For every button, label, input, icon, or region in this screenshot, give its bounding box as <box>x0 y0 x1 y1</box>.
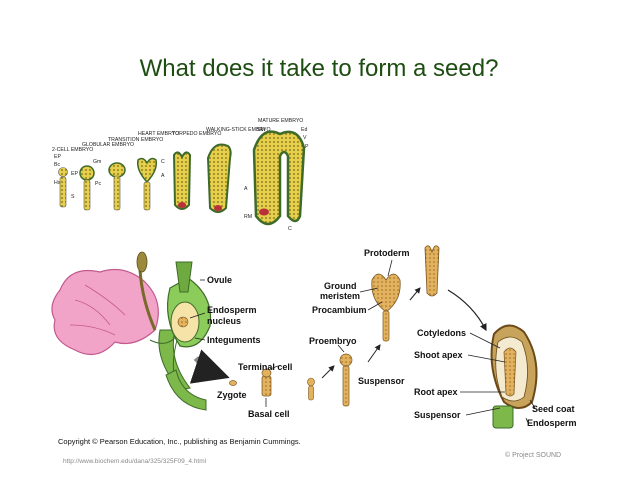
label-protoderm: Protoderm <box>364 248 410 258</box>
part-label-ep: EP <box>54 154 61 160</box>
embryo-transition <box>108 162 126 211</box>
label-cotyledons: Cotyledons <box>417 328 466 338</box>
label-proembryo: Proembryo <box>309 336 357 346</box>
label-zygote: Zygote <box>217 390 247 400</box>
part-label-ed: Ed <box>301 127 307 133</box>
embryo-walkingstick <box>206 143 232 213</box>
mature-seed <box>490 324 538 429</box>
label-basal-cell: Basal cell <box>248 409 290 419</box>
part-label-sm: SM <box>257 127 265 133</box>
part-label-gm: Gm <box>93 159 101 165</box>
stage-part-labels: EP Bc Hs EP S Gm Pc C A A RM SM Ed V P C <box>54 127 309 232</box>
credit-text: © Project SOUND <box>505 452 562 459</box>
label-seed-coat: Seed coat <box>532 404 575 414</box>
label-suspensor-right: Suspensor <box>414 410 461 420</box>
label-shoot-apex: Shoot apex <box>414 350 463 360</box>
stage-label-mature: MATURE EMBRYO <box>258 118 303 124</box>
part-label-v: V <box>303 135 307 141</box>
part-label-p: P <box>305 144 309 150</box>
stage-label-torpedo: TORPEDO EMBRYO <box>172 131 221 137</box>
label-root-apex: Root apex <box>414 387 458 397</box>
heart-stage-embryo <box>371 273 401 342</box>
part-label-c: C <box>161 159 165 165</box>
embryo-mature <box>252 130 306 226</box>
label-endosperm: Endosperm <box>527 418 577 428</box>
part-label-a2: A <box>244 186 248 192</box>
part-label-s: S <box>71 194 75 200</box>
stage-label-globular: GLOBULAR EMBRYO <box>82 142 134 148</box>
label-suspensor-mid: Suspensor <box>358 376 405 386</box>
stage-labels: 2-CELL EMBRYO GLOBULAR EMBRYO TRANSITION… <box>52 118 303 153</box>
embryo-2cell <box>58 167 68 208</box>
embryo-heart <box>136 157 158 211</box>
flower-illustration <box>51 251 230 411</box>
part-label-hs: Hs <box>54 180 61 186</box>
label-endosperm-nucleus-1: Endosperm <box>207 305 257 315</box>
part-label-ep2: EP <box>71 171 78 177</box>
label-ovule: Ovule <box>207 275 232 285</box>
embryo-globular <box>79 165 95 211</box>
part-label-pc: Pc <box>95 181 101 187</box>
part-label-rm: RM <box>244 214 252 220</box>
label-terminal-cell: Terminal cell <box>238 362 292 372</box>
label-integuments: Integuments <box>207 335 261 345</box>
source-url: http://www.biochem.edu/dana/325/325F09_4… <box>63 458 207 465</box>
label-procambium: Procambium <box>312 305 367 315</box>
stage-label-walkingstick: WALKING-STICK EMBRYO <box>206 127 271 133</box>
copyright-text: Copyright © Pearson Education, Inc., pub… <box>58 437 301 446</box>
stage-label-2cell: 2-CELL EMBRYO <box>52 147 93 153</box>
part-label-c2: C <box>288 226 292 232</box>
slide-title: What does it take to form a seed? <box>139 55 499 82</box>
torpedo-stage-embryo <box>424 245 440 297</box>
proembryo-stage <box>307 353 353 407</box>
label-ground-meristem-1: Ground <box>324 281 357 291</box>
part-label-a: A <box>161 173 165 179</box>
stage-label-heart: HEART EMBRYO <box>138 131 179 137</box>
zygote-stage <box>229 368 272 397</box>
embryo-torpedo <box>172 151 192 210</box>
stage-label-transition: TRANSITION EMBRYO <box>108 137 163 143</box>
part-label-bc: Bc <box>54 162 60 168</box>
label-endosperm-nucleus-2: nucleus <box>207 316 241 326</box>
label-ground-meristem-2: meristem <box>320 291 360 301</box>
